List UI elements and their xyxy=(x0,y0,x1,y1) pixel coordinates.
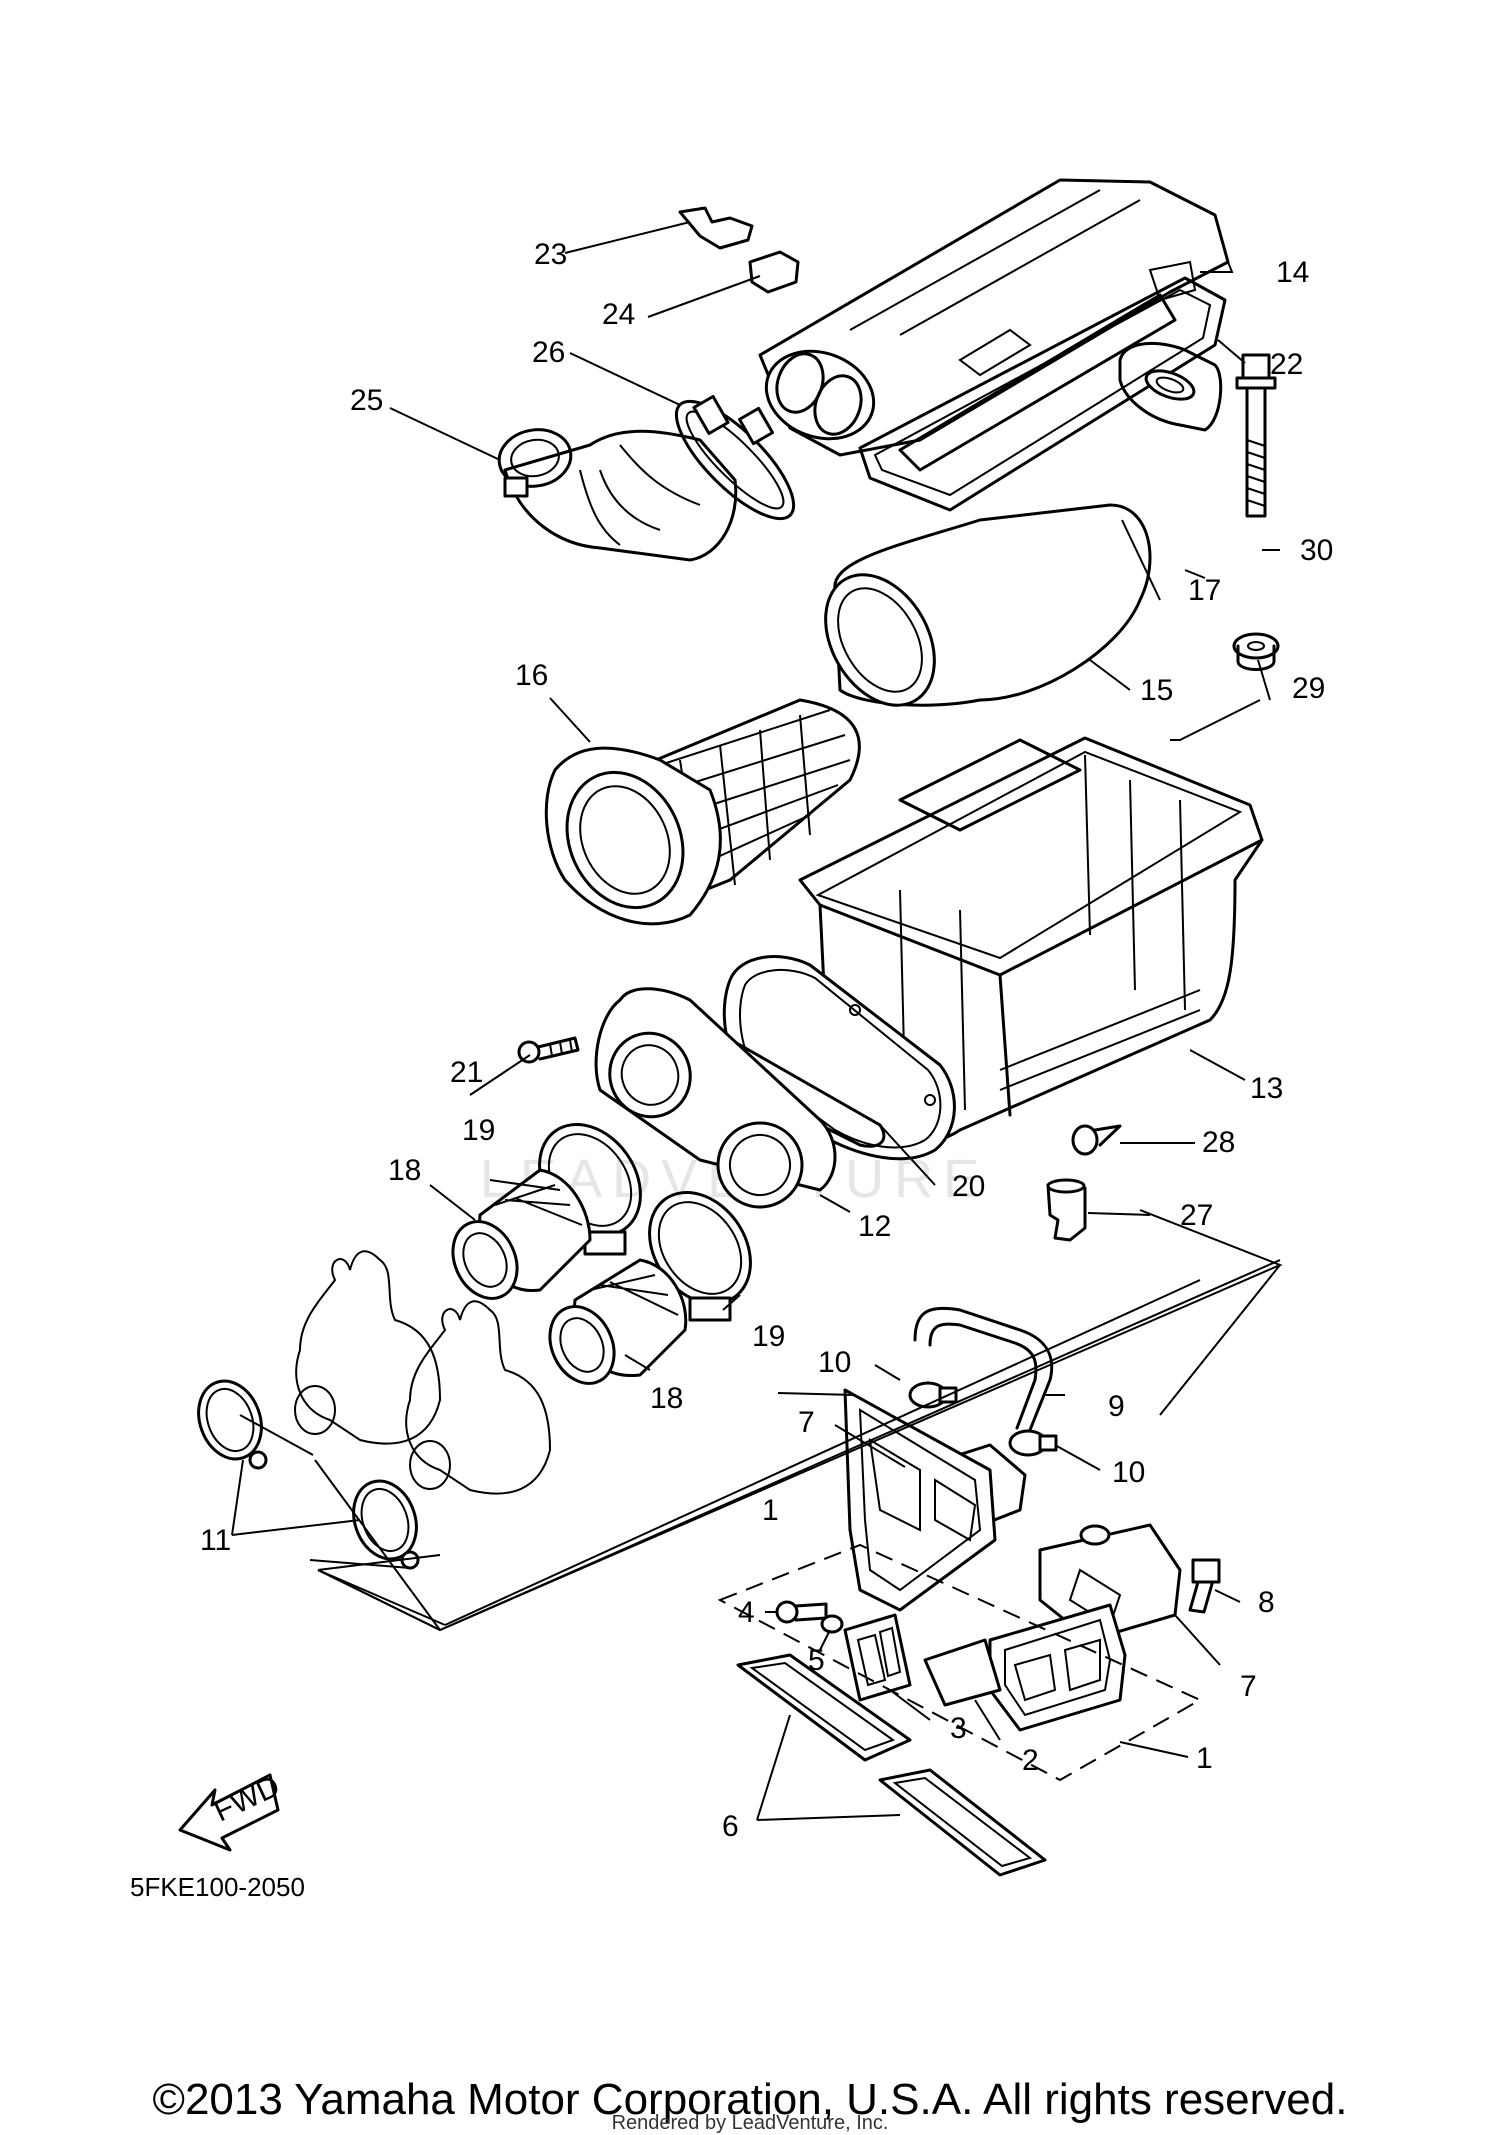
leader-lines xyxy=(231,221,1280,1821)
callout-7-lower: 7 xyxy=(1240,1670,1257,1703)
part-28-clip xyxy=(1071,1124,1122,1156)
callout-16: 16 xyxy=(515,659,548,692)
carburetor-group-frame xyxy=(314,1209,1283,1632)
part-3-reed-valve xyxy=(843,1613,912,1702)
part-14-airbox-cover xyxy=(758,178,1230,472)
callout-18-lower: 18 xyxy=(650,1382,683,1415)
part-16-filter-cage xyxy=(544,698,861,926)
part-1-reed-valve-upper xyxy=(843,1388,997,1612)
part-27-holder xyxy=(1046,1178,1087,1242)
callout-25: 25 xyxy=(350,384,383,417)
callout-22: 22 xyxy=(1270,348,1303,381)
part-18-carb-joint-upper xyxy=(451,1168,592,1300)
part-30-bolt xyxy=(1235,353,1277,518)
part-23-clip xyxy=(678,206,754,250)
diagram-code: 5FKE100-2050 xyxy=(130,1872,305,1902)
callout-8: 8 xyxy=(1258,1586,1275,1619)
callout-28: 28 xyxy=(1202,1126,1235,1159)
part-1-reed-valve-lower xyxy=(988,1603,1127,1732)
callout-4: 4 xyxy=(738,1596,755,1629)
part-2-stopper xyxy=(923,1638,1002,1707)
callout-13: 13 xyxy=(1250,1072,1283,1105)
callout-10-upper: 10 xyxy=(818,1346,851,1379)
part-15-filter-element xyxy=(824,503,1152,707)
callout-19-lower: 19 xyxy=(752,1320,785,1353)
callout-20: 20 xyxy=(952,1170,985,1203)
part-9-hose xyxy=(913,1306,1054,1432)
callout-15: 15 xyxy=(1140,674,1173,707)
callout-11: 11 xyxy=(200,1524,231,1557)
part-10-clip-lower xyxy=(1008,1429,1058,1457)
callout-1-upper: 1 xyxy=(762,1494,779,1527)
callout-7-upper: 7 xyxy=(798,1406,815,1439)
part-5-washer xyxy=(820,1614,844,1634)
callout-5: 5 xyxy=(808,1644,825,1677)
part-29-grommet xyxy=(1232,632,1280,671)
part-6-gasket-left xyxy=(736,1653,912,1762)
part-6-gasket-right xyxy=(878,1768,1047,1877)
callout-27: 27 xyxy=(1180,1199,1213,1232)
callout-26: 26 xyxy=(532,336,565,369)
part-12-joint xyxy=(594,987,837,1209)
callout-3: 3 xyxy=(950,1712,967,1745)
callout-1-lower: 1 xyxy=(1196,1742,1213,1775)
part-25-intake-duct xyxy=(497,428,738,562)
callout-numbers: 23 24 26 25 14 22 30 17 15 29 16 13 28 2… xyxy=(200,238,1333,1843)
part-24-plate xyxy=(748,250,800,294)
callout-12: 12 xyxy=(858,1210,891,1243)
fwd-arrow-icon: FWD xyxy=(178,1770,285,1852)
callout-14: 14 xyxy=(1276,256,1309,289)
callout-21: 21 xyxy=(450,1056,483,1089)
rendered-by-credit: Rendered by LeadVenture, Inc. xyxy=(611,2112,889,2134)
part-8-bolt xyxy=(1188,1558,1221,1614)
callout-30: 30 xyxy=(1300,534,1333,567)
callout-23: 23 xyxy=(534,238,567,271)
callout-29: 29 xyxy=(1292,672,1325,705)
part-21-screw xyxy=(517,1036,580,1064)
part-18-carb-joint-lower xyxy=(548,1258,688,1385)
part-17-seal xyxy=(1118,341,1223,432)
callout-10-lower: 10 xyxy=(1112,1456,1145,1489)
part-22-gasket xyxy=(858,276,1227,512)
callout-9: 9 xyxy=(1108,1390,1125,1423)
callout-6: 6 xyxy=(722,1810,739,1843)
part-26-band xyxy=(674,395,796,521)
part-11-clamp-left xyxy=(197,1379,268,1470)
callout-2: 2 xyxy=(1022,1744,1039,1777)
callout-18-upper: 18 xyxy=(388,1154,421,1187)
callout-17: 17 xyxy=(1188,574,1221,607)
copyright-notice: ©2013 Yamaha Motor Corporation, U.S.A. A… xyxy=(152,2075,1348,2124)
callout-24: 24 xyxy=(602,298,635,331)
carburetor-outline xyxy=(294,1250,552,1495)
part-4-screw xyxy=(775,1600,828,1624)
callout-19-upper: 19 xyxy=(462,1114,495,1147)
